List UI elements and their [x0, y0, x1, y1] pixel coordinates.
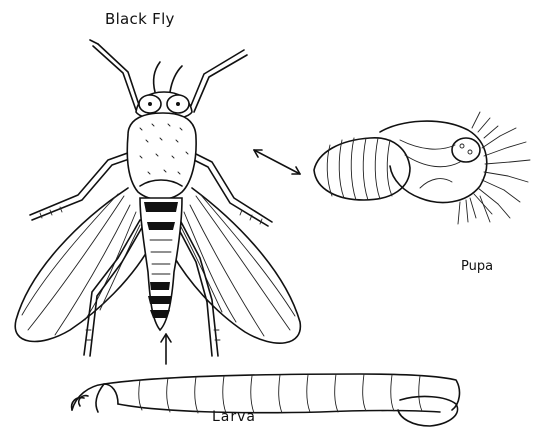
larva [72, 374, 460, 426]
pupa-gill-filaments [458, 112, 530, 224]
fly-right-wing [170, 188, 300, 343]
pupa [314, 112, 530, 224]
fly-abdomen [140, 198, 182, 330]
arrow-larva-to-fly [161, 334, 171, 364]
diagram-title: Black Fly [105, 12, 175, 27]
fly-antenna-left [154, 62, 160, 92]
adult-fly [15, 40, 300, 356]
arrow-fly-to-pupa [254, 150, 300, 174]
fly-antenna-right [170, 66, 182, 92]
pupa-label: Pupa [461, 260, 493, 273]
larva-label: Larva [212, 410, 256, 424]
fly-thorax [127, 113, 196, 200]
fly-left-wing [15, 188, 148, 341]
